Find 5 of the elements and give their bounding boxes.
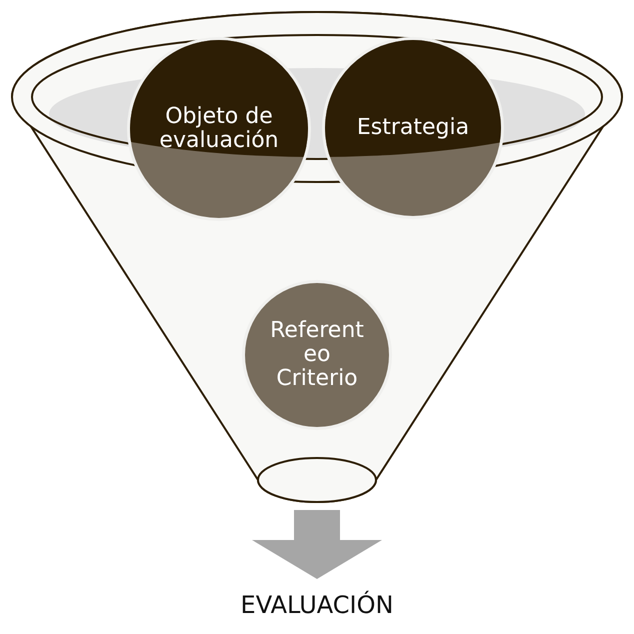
circle-label: Referent eo Criterio bbox=[269, 318, 365, 392]
result-label: EVALUACIÓN bbox=[240, 591, 394, 619]
circle-label: Objeto de evaluación bbox=[158, 104, 280, 154]
circle-label: Estrategia bbox=[356, 116, 470, 140]
down-arrow bbox=[252, 510, 382, 579]
